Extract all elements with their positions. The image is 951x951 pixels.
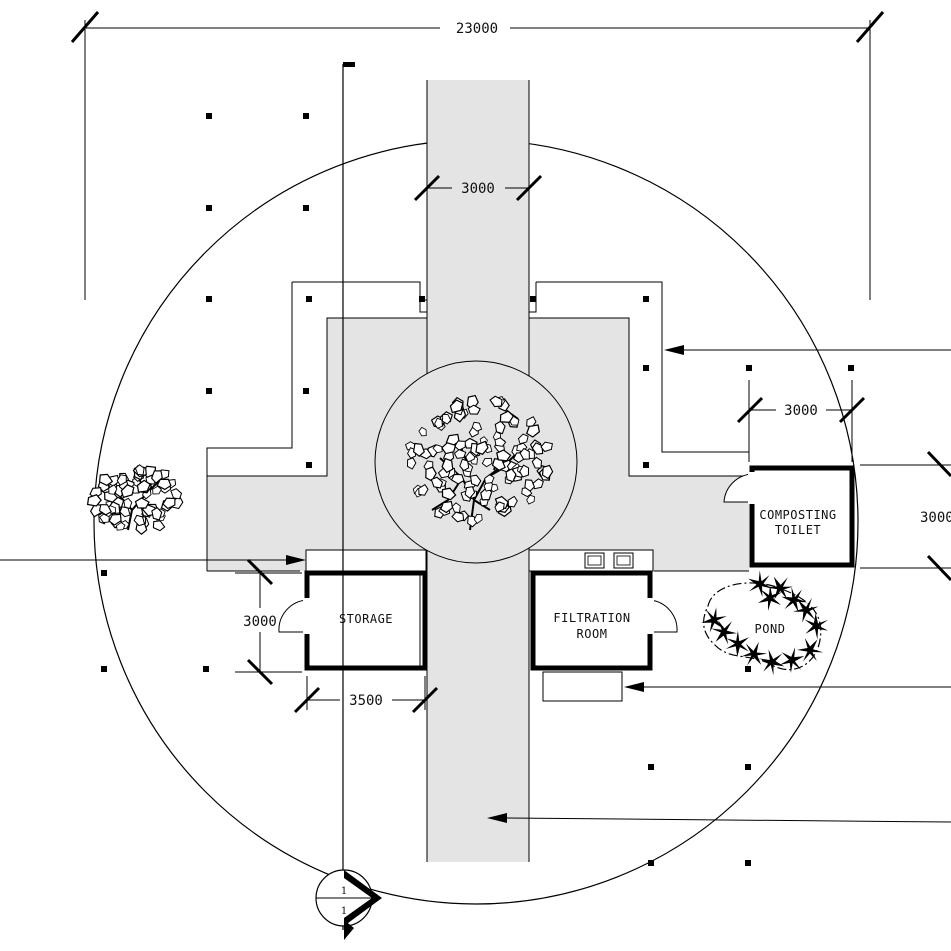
pond-label: POND [755, 622, 786, 636]
column-post [101, 666, 107, 672]
column-post [303, 205, 309, 211]
tree-icon [404, 394, 555, 531]
dimension-toilet-height-text: 3000 [920, 510, 951, 526]
dimension-path [413, 174, 543, 202]
storage-label: STORAGE [339, 612, 393, 626]
column-post [746, 365, 752, 371]
sink-icon [584, 552, 634, 569]
dimension-path-text: 3000 [461, 181, 495, 197]
column-post [530, 296, 536, 302]
storage-room: STORAGE [278, 570, 428, 671]
dimension-toilet-height [860, 450, 951, 582]
dimension-storage-depth-text: 3000 [243, 614, 277, 630]
leader-arrows [0, 345, 951, 823]
column-post [303, 388, 309, 394]
section-cut-line: 1 1 [315, 62, 382, 940]
column-post [643, 462, 649, 468]
column-post [203, 666, 209, 672]
filtration-tank [542, 671, 623, 702]
composting-toilet: COMPOSTING TOILET [723, 465, 855, 568]
column-post [206, 296, 212, 302]
column-post [643, 365, 649, 371]
dimension-overall [70, 11, 885, 300]
toilet-label-line2: TOILET [775, 523, 821, 537]
column-post [306, 462, 312, 468]
column-post [419, 296, 425, 302]
tree-icon [84, 462, 185, 537]
section-number: 1 [341, 886, 347, 897]
section-sheet: 1 [341, 906, 347, 917]
column-post [745, 860, 751, 866]
column-post [745, 666, 751, 672]
filtration-room: FILTRATION ROOM [530, 570, 678, 671]
column-post [848, 365, 854, 371]
dimension-overall-text: 23000 [456, 21, 498, 37]
dimension-storage-width [293, 676, 439, 714]
filtration-label-line1: FILTRATION [553, 611, 630, 625]
column-post [101, 570, 107, 576]
column-post [206, 113, 212, 119]
column-post [745, 764, 751, 770]
column-post [648, 764, 654, 770]
column-post [206, 388, 212, 394]
column-post [206, 205, 212, 211]
dimension-storage-width-text: 3500 [349, 693, 383, 709]
bench-left [305, 549, 427, 572]
column-post [306, 296, 312, 302]
dimension-toilet-width-text: 3000 [784, 403, 818, 419]
filtration-label-line2: ROOM [577, 627, 608, 641]
column-post [643, 296, 649, 302]
dimension-toilet-width [736, 380, 866, 462]
toilet-label-line1: COMPOSTING [759, 508, 836, 522]
pond: POND [699, 566, 833, 680]
dimension-storage-depth [235, 558, 302, 686]
column-post [648, 860, 654, 866]
column-post [303, 113, 309, 119]
column-posts [101, 113, 854, 866]
